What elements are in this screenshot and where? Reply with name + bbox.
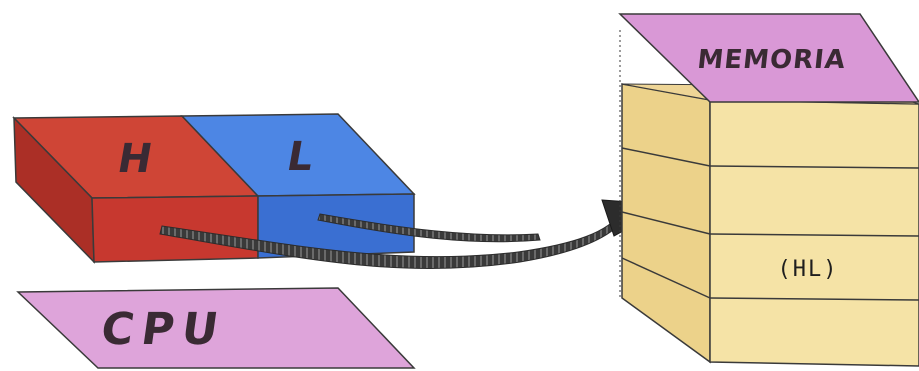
cpu-label: CPU: [98, 304, 229, 355]
memory-cell-label: (HL): [778, 257, 839, 282]
memory-label: MEMORIA: [696, 45, 848, 75]
cpu-plate: CPU: [18, 288, 414, 368]
